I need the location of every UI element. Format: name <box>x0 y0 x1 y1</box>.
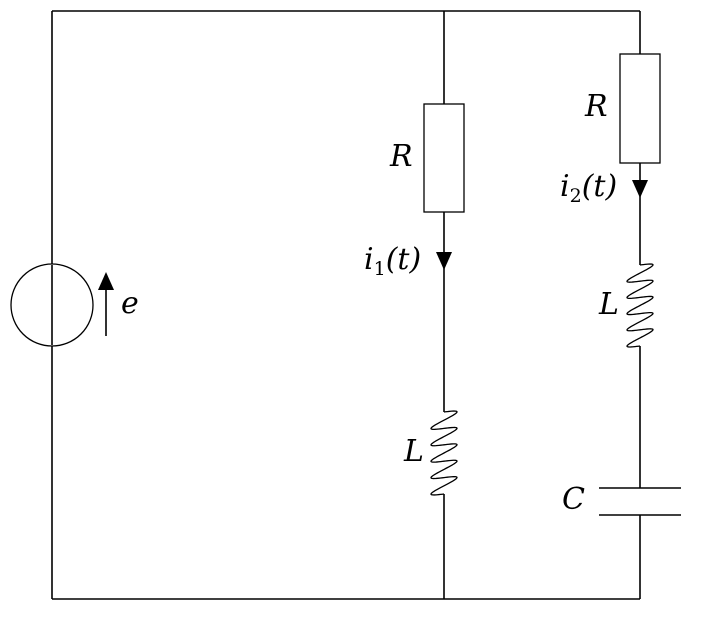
branch2-current-label: i2(t) <box>560 169 617 207</box>
branch2-resistor <box>619 53 661 164</box>
source-arrow-icon <box>98 272 114 290</box>
branch1-inductor-coil <box>430 410 458 496</box>
branch2-resistor-label: R <box>584 89 608 124</box>
wires <box>51 10 641 600</box>
branch1: R i1(t) L <box>364 103 465 496</box>
branch1-current-label: i1(t) <box>364 242 421 280</box>
branch1-inductor-label: L <box>403 434 424 469</box>
capacitor-label: C <box>562 482 585 517</box>
branch2: R i2(t) L C <box>560 53 681 517</box>
branch2-inductor-coil <box>626 263 654 348</box>
branch2-current-arrow-icon <box>632 180 648 198</box>
branch1-resistor-label: R <box>389 139 413 174</box>
source-label: e <box>121 286 139 321</box>
branch1-resistor <box>423 103 465 213</box>
voltage-source: e <box>10 263 139 347</box>
branch2-inductor-label: L <box>598 287 619 322</box>
branch1-current-arrow-icon <box>436 252 452 270</box>
